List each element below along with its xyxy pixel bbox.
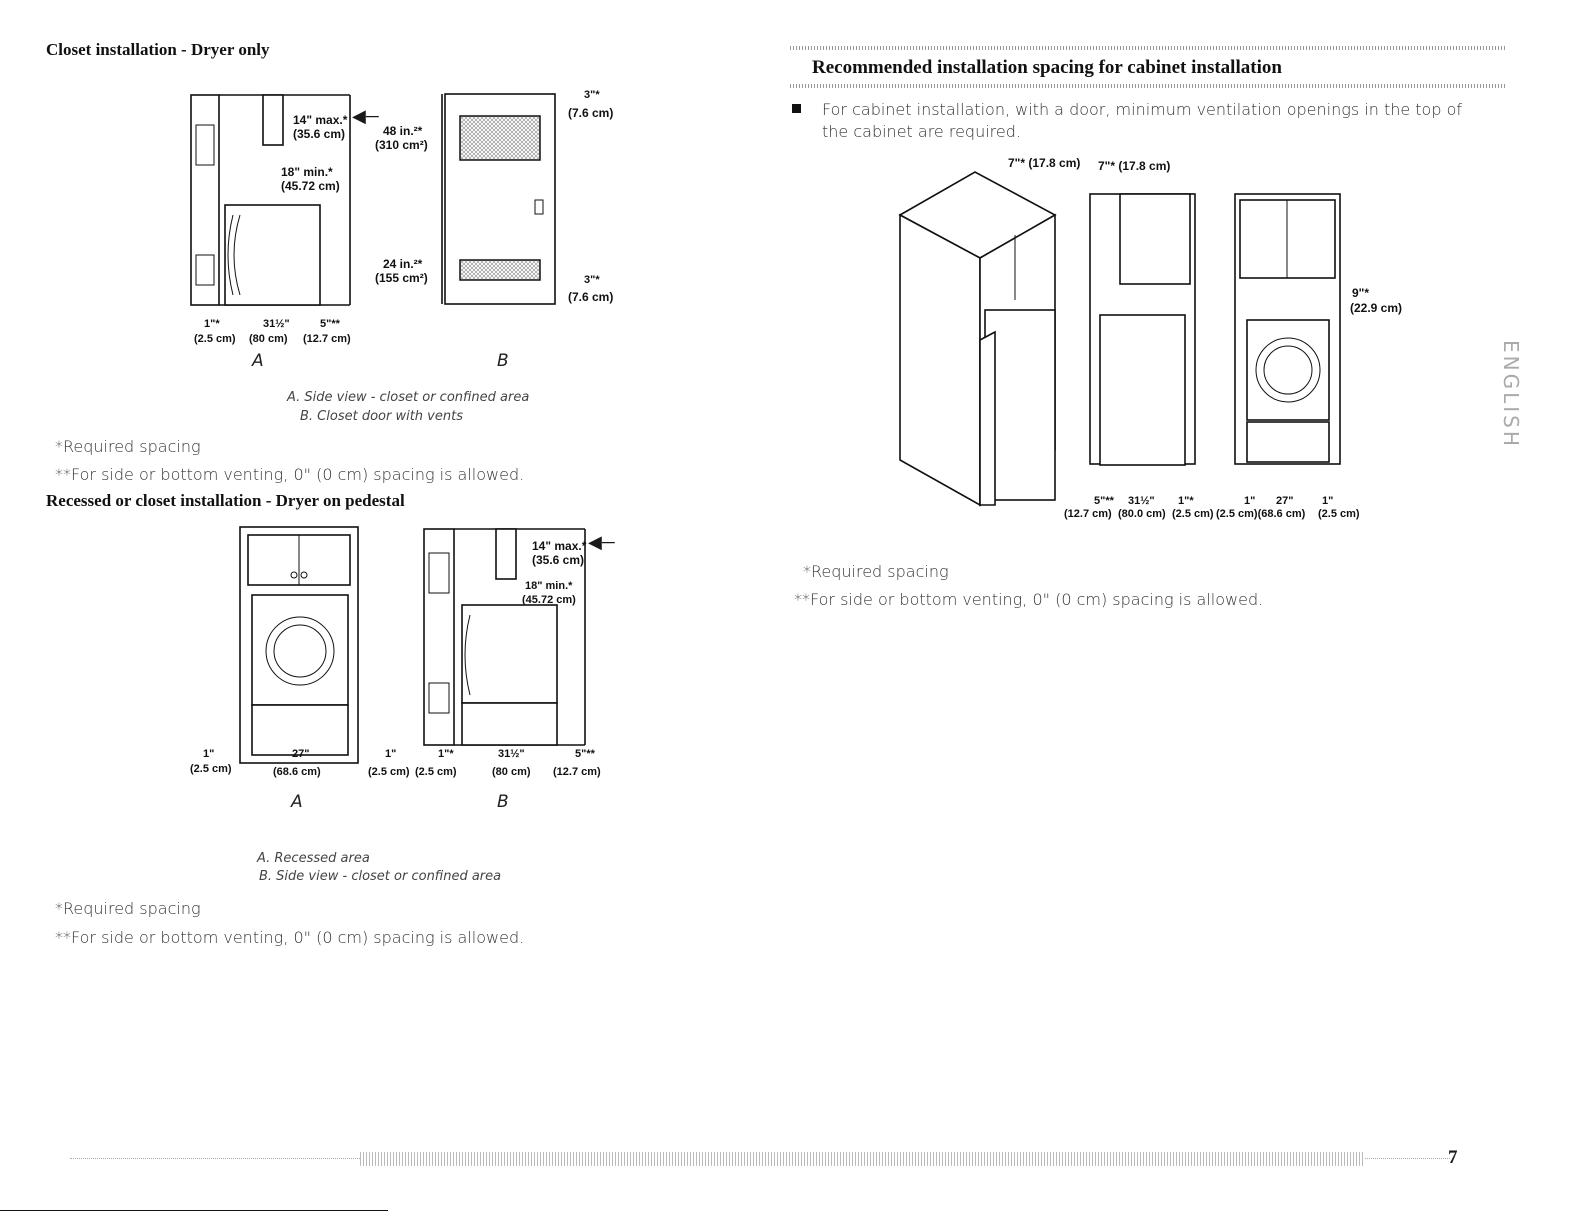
- note2-required-spacing: *Required spacing: [55, 899, 201, 918]
- dim-14max-b-cm: (35.6 cm): [532, 553, 585, 567]
- header-rule-top: [790, 46, 1507, 50]
- dim-b-31-cm: (80 cm): [492, 766, 531, 778]
- bullet-text: For cabinet installation, with a door, m…: [822, 100, 1463, 141]
- bottom-dim-6: 1": [1322, 495, 1334, 507]
- figure-recessed-area: [239, 526, 359, 764]
- caption2-b: B. Side view - closet or confined area: [259, 869, 502, 884]
- figure-closet-door-vents: [441, 93, 556, 305]
- bottom-dim-cm-3: (2.5 cm): [1172, 508, 1214, 520]
- dim-14max-cm: (35.6 cm): [293, 127, 346, 141]
- figure2-label-a: A: [291, 792, 303, 812]
- side-tab-language: ENGLISH: [1499, 340, 1523, 449]
- dim-27-cm: (68.6 cm): [273, 766, 321, 778]
- bottom-dim-cm-4: (2.5 cm)(68.6 cm): [1216, 508, 1306, 520]
- dim-80cm: (80 cm): [249, 333, 288, 345]
- vent-top-area: 48 in.²*: [383, 124, 423, 138]
- bullet-icon: [792, 104, 801, 113]
- right-note-required: *Required spacing: [803, 562, 949, 581]
- footer-band: [360, 1152, 1365, 1166]
- section-title-cabinet: Recommended installation spacing for cab…: [812, 57, 1282, 78]
- dim-3bot: 3"*: [584, 274, 600, 286]
- dim-b-5: 5"**: [575, 748, 595, 760]
- dim-18min-cm: (45.72 cm): [281, 179, 340, 193]
- bottom-dim-cm-2: (80.0 cm): [1118, 508, 1166, 520]
- dim-31half: 31½": [263, 318, 290, 330]
- dim-1right: 1": [385, 748, 397, 760]
- dim-3bot-cm: (7.6 cm): [568, 290, 614, 304]
- dim-1left-cm: (2.5 cm): [190, 763, 232, 775]
- dim-18min-b: 18" min.*: [525, 580, 573, 592]
- dim-1right-cm: (2.5 cm): [368, 766, 410, 778]
- bottom-dim-cm-5: (2.5 cm): [1318, 508, 1360, 520]
- dim-9: 9"*: [1352, 286, 1370, 300]
- note-venting: **For side or bottom venting, 0" (0 cm) …: [55, 465, 525, 484]
- dim-3top: 3"*: [584, 89, 600, 101]
- dim-1left: 1": [203, 748, 215, 760]
- dim-14max: 14" max.*: [293, 113, 348, 127]
- dim-5in-cm: (12.7 cm): [303, 333, 351, 345]
- dim-14max-b: 14" max.*: [532, 539, 587, 553]
- dim-27: 27": [292, 748, 310, 760]
- figure-label-a: A: [252, 351, 264, 371]
- dim-18min-b-cm: (45.72 cm): [522, 594, 576, 606]
- note2-venting: **For side or bottom venting, 0" (0 cm) …: [55, 928, 525, 947]
- header-rule-bottom: [790, 84, 1507, 88]
- dim-9-cm: (22.9 cm): [1350, 301, 1403, 315]
- arrow-left-icon: ◀─: [352, 106, 379, 126]
- figure-label-b: B: [497, 351, 509, 371]
- figure2-label-b: B: [497, 792, 509, 812]
- page-number: 7: [1448, 1147, 1458, 1168]
- bottom-dim-1: 5"**: [1094, 495, 1114, 507]
- bottom-dim-5: 27": [1276, 495, 1294, 507]
- dim-1in-cm: (2.5 cm): [194, 333, 236, 345]
- caption2-a: A. Recessed area: [257, 851, 370, 866]
- arrow-left-icon: ◀─: [588, 532, 615, 552]
- dim-b-1-cm: (2.5 cm): [415, 766, 457, 778]
- dim-b-5-cm: (12.7 cm): [553, 766, 601, 778]
- bottom-dim-4: 1": [1244, 495, 1256, 507]
- bottom-dim-3: 1"*: [1178, 495, 1194, 507]
- right-note-venting: **For side or bottom venting, 0" (0 cm) …: [794, 590, 1264, 609]
- dim-b-1: 1"*: [438, 748, 454, 760]
- vent-top-area-cm: (310 cm²): [375, 138, 428, 152]
- dim-3top-cm: (7.6 cm): [568, 106, 614, 120]
- dim-1in: 1"*: [204, 318, 220, 330]
- caption-a: A. Side view - closet or confined area: [287, 390, 530, 405]
- bottom-dim-2: 31½": [1128, 495, 1155, 507]
- figure-closet-side-view: [190, 94, 351, 306]
- note-required-spacing: *Required spacing: [55, 437, 201, 456]
- bottom-dim-cm-1: (12.7 cm): [1064, 508, 1112, 520]
- dim-7b: 7"* (17.8 cm): [1098, 159, 1171, 173]
- dim-18min: 18" min.*: [281, 165, 333, 179]
- section-title-closet-dryer-only: Closet installation - Dryer only: [46, 40, 270, 59]
- figure-cabinet-installation: [898, 171, 1341, 507]
- dim-7a: 7"* (17.8 cm): [1008, 156, 1081, 170]
- vent-bottom-area-cm: (155 cm²): [375, 271, 428, 285]
- dim-5in: 5"**: [320, 318, 340, 330]
- figure-pedestal-side-view: [423, 528, 586, 746]
- vent-bottom-area: 24 in.²*: [383, 257, 423, 271]
- caption-b: B. Closet door with vents: [300, 409, 463, 424]
- dim-b-31: 31½": [498, 748, 525, 760]
- section-title-pedestal: Recessed or closet installation - Dryer …: [46, 491, 405, 510]
- bottom-edge-rule: [0, 1210, 388, 1211]
